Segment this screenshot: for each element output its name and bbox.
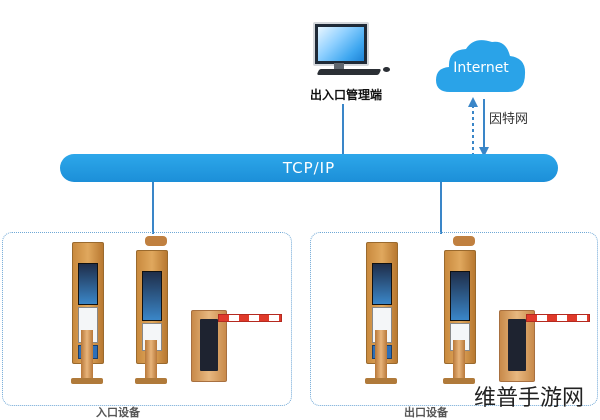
pc-connector-line [342, 104, 344, 154]
entry-ticket-machine-base [71, 378, 103, 384]
entry-barrier-gate [191, 310, 227, 382]
entry-barrier-arm [218, 314, 282, 322]
exit-connector-line [440, 182, 442, 234]
mouse-icon [383, 67, 390, 72]
exit-barrier-gate [499, 310, 535, 382]
cloud-icon [436, 40, 526, 92]
entry-face-terminal-post [145, 340, 157, 378]
watermark: 维普手游网 [474, 386, 585, 411]
link-arrows-icon [468, 97, 489, 157]
exit-ticket-machine-base [365, 378, 397, 384]
exit-group-label: 出口设备 [404, 406, 448, 419]
bus-label: TCP/IP [282, 159, 336, 177]
entry-face-terminal-base [135, 378, 167, 384]
entry-ticket-machine-post [81, 330, 93, 380]
entry-device-group [2, 232, 292, 406]
entry-group-label: 入口设备 [96, 406, 140, 419]
pc-stand [334, 63, 344, 70]
exit-camera-icon [453, 236, 475, 246]
tcpip-bus [60, 154, 558, 182]
entry-connector-line [152, 182, 154, 234]
pc-monitor-icon [313, 22, 369, 66]
entry-camera-icon [145, 236, 167, 246]
pc-label: 出入口管理端 [309, 88, 382, 102]
exit-face-terminal-base [443, 378, 475, 384]
exit-ticket-machine-post [375, 330, 387, 380]
keyboard-icon [316, 69, 382, 75]
exit-barrier-arm [526, 314, 590, 322]
exit-device-group [310, 232, 598, 406]
cloud-label: Internet [453, 60, 509, 76]
exit-face-terminal-post [453, 340, 465, 378]
link-label: 因特网 [489, 112, 529, 127]
exit-face-terminal [444, 250, 476, 364]
